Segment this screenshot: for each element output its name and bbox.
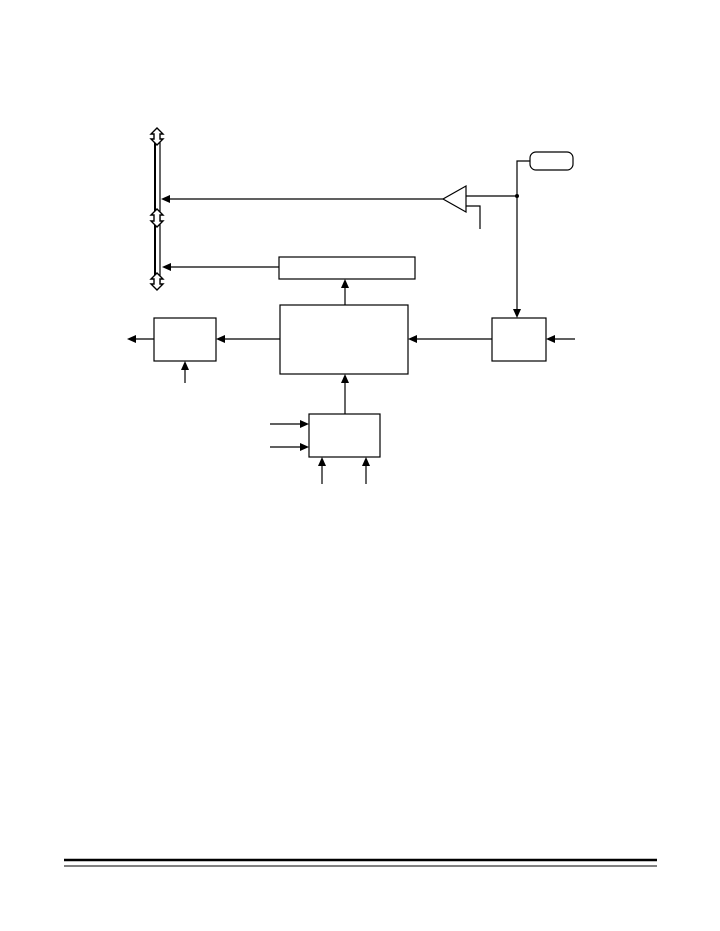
central-block <box>279 304 409 375</box>
central-to-left-block-arrowhead <box>216 335 225 343</box>
bidirectional-arrow-middle <box>149 208 165 228</box>
central-to-register-arrowhead <box>341 279 349 288</box>
bottom-block <box>308 413 381 458</box>
bidirectional-arrow-top <box>149 127 165 146</box>
pin-terminal <box>529 151 574 171</box>
right-block-input-arrowhead <box>546 335 555 343</box>
footer-rule <box>64 858 657 867</box>
register-to-bus-arrowhead <box>162 263 171 271</box>
comparator-to-bus-arrowhead <box>161 195 170 203</box>
comparator-reference-line <box>466 205 481 229</box>
data-bus <box>149 127 165 291</box>
left-block-output-arrowhead <box>127 335 136 343</box>
left-block <box>153 317 217 362</box>
bottom-block-input-2-arrowhead <box>300 443 309 451</box>
pin-connection <box>516 160 530 196</box>
comparator <box>441 184 467 214</box>
bottom-block-input-3-arrowhead <box>318 457 326 466</box>
right-block <box>491 317 547 362</box>
right-to-central-arrowhead <box>408 335 417 343</box>
junction-to-right-block-arrowhead <box>513 309 521 318</box>
bottom-block-input-4-arrowhead <box>362 457 370 466</box>
left-block-input-arrowhead <box>181 361 189 370</box>
bottom-block-input-1-arrowhead <box>300 420 309 428</box>
bidirectional-arrow-bottom <box>149 272 165 291</box>
bottom-to-central-arrowhead <box>341 374 349 383</box>
register <box>278 256 416 280</box>
